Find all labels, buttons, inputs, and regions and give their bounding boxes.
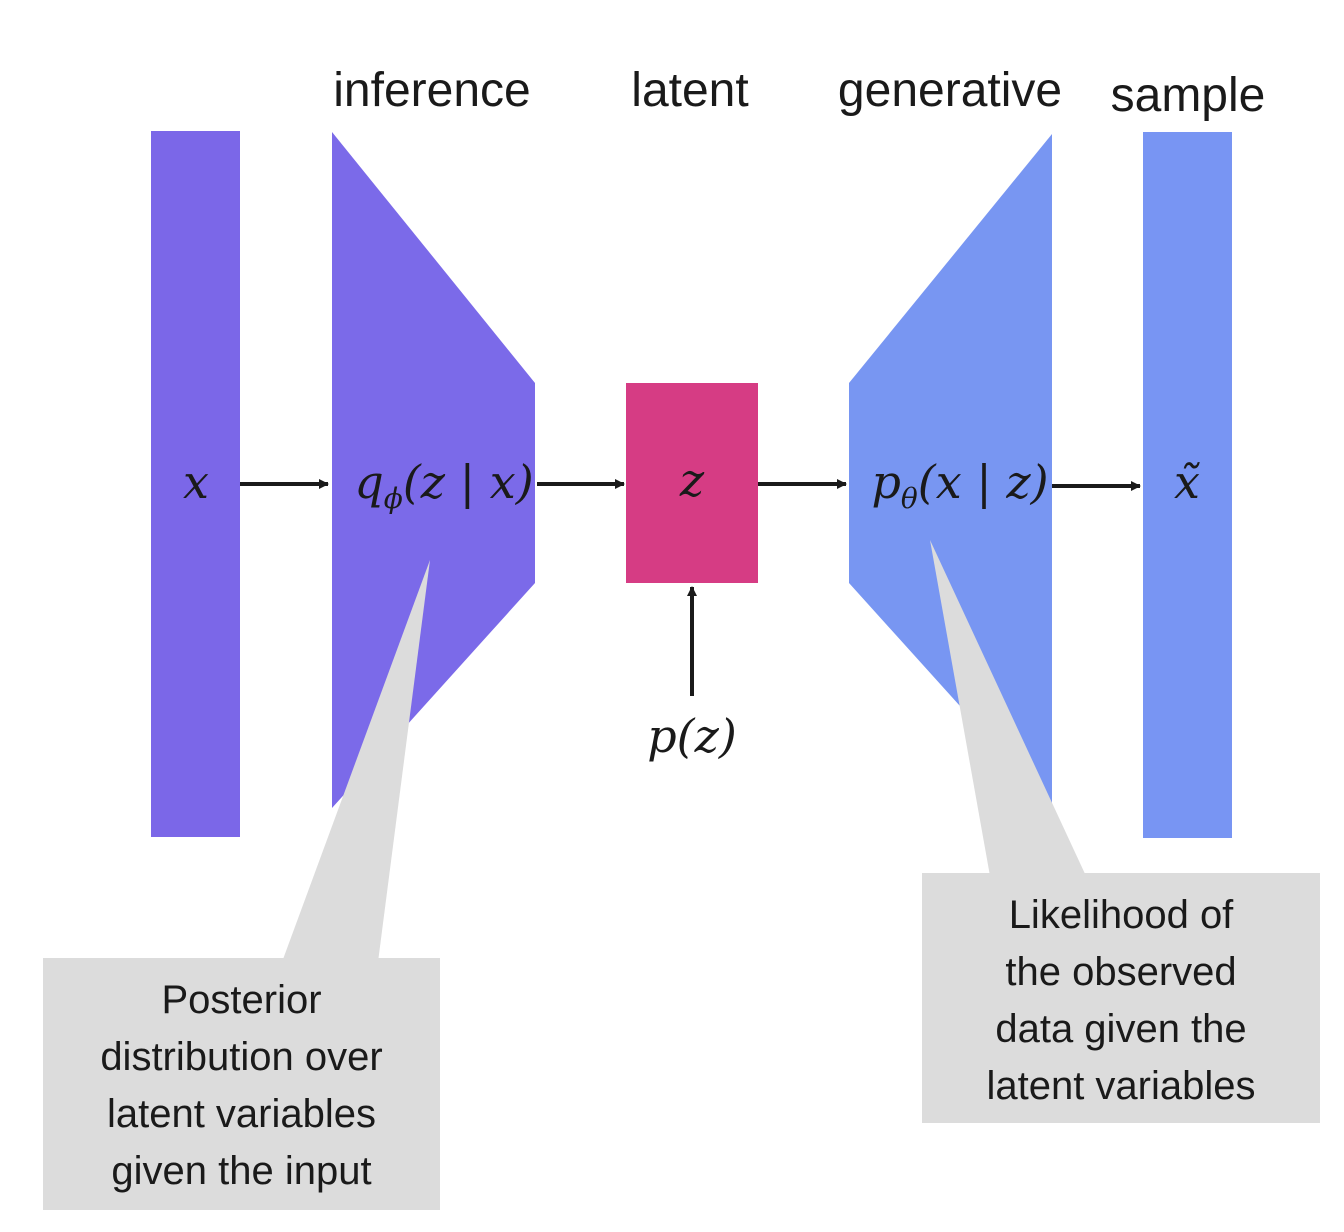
header-generative: generative (838, 64, 1062, 117)
decoder-trapezoid (849, 134, 1052, 808)
header-inference: inference (333, 64, 530, 117)
input-bar (151, 131, 240, 837)
decoder-label: pθ(x | z) (871, 455, 1048, 515)
header-latent: latent (631, 64, 748, 117)
posterior-callout-text: Posterior distribution over latent varia… (100, 978, 383, 1193)
decoder-label-p: p (871, 455, 900, 509)
encoder-trapezoid (332, 132, 535, 808)
decoder-label-args: (x | z) (918, 455, 1049, 509)
encoder-label-subscript: ϕ (384, 482, 403, 515)
sample-x-tilde-label: x̃ (1174, 455, 1200, 509)
likelihood-callout-pointer (930, 540, 1086, 876)
posterior-callout-pointer (282, 560, 430, 962)
decoder-label-subscript: θ (901, 482, 918, 515)
header-sample: sample (1111, 69, 1266, 122)
posterior-callout: Posterior distribution over latent varia… (43, 958, 440, 1210)
likelihood-callout-text: Likelihood of the observed data given th… (986, 893, 1256, 1108)
input-x-label: x (183, 455, 209, 509)
encoder-label: qϕ(z | x) (354, 455, 533, 515)
latent-z-label: z (679, 453, 705, 507)
latent-box (626, 383, 758, 583)
prior-label: p(z) (647, 709, 737, 763)
likelihood-callout: Likelihood of the observed data given th… (922, 873, 1320, 1123)
encoder-label-args: (z | x) (403, 455, 534, 509)
encoder-label-q: q (354, 455, 383, 509)
sample-bar (1143, 132, 1232, 838)
